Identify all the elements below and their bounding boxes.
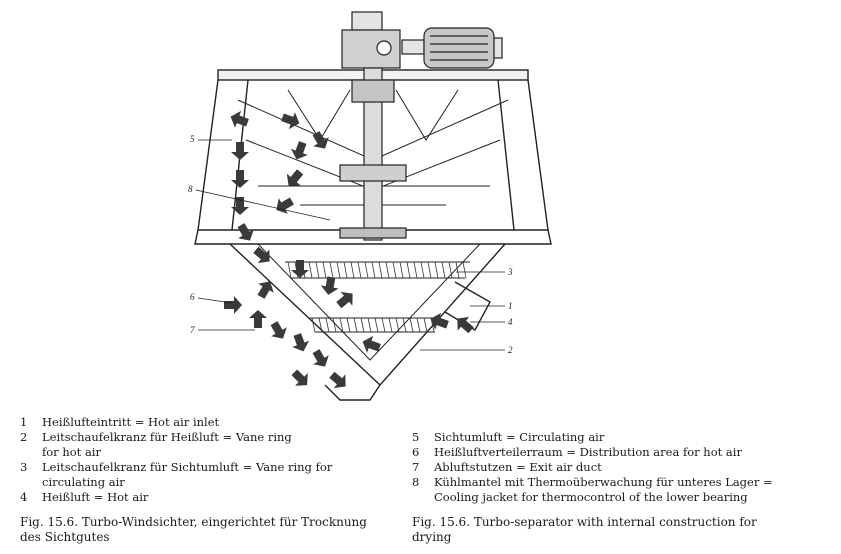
rotor-shaft xyxy=(339,67,407,241)
vane-tooth xyxy=(315,261,320,279)
vane-tooth xyxy=(388,317,393,333)
lower-cone xyxy=(229,243,506,401)
vane-tooth xyxy=(374,317,379,333)
vane-tooth xyxy=(336,261,341,279)
vane-tooth xyxy=(402,317,407,333)
vane-tooth xyxy=(322,261,327,279)
drive-unit xyxy=(341,11,503,69)
vane-tooth xyxy=(350,261,355,279)
callout-leaders xyxy=(195,139,505,351)
vane-tooth xyxy=(308,261,313,279)
vane-tooth xyxy=(311,317,316,333)
callout-8: 8 xyxy=(188,184,193,194)
caption-english: Fig. 15.6. Turbo-separator with internal… xyxy=(412,515,757,544)
vane-tooth xyxy=(416,317,421,333)
vane-tooth xyxy=(357,261,362,279)
vane-tooth xyxy=(339,317,344,333)
vane-tooth xyxy=(378,261,383,279)
vane-tooth xyxy=(343,261,348,279)
caption-german: Fig. 15.6. Turbo-Windsichter, eingericht… xyxy=(20,515,367,544)
vane-tooth xyxy=(385,261,390,279)
vane-tooth xyxy=(325,317,330,333)
vane-tooth xyxy=(399,261,404,279)
callout-2: 2 xyxy=(508,345,513,355)
vane-tooth xyxy=(406,261,411,279)
vane-tooth xyxy=(462,261,467,279)
vane-tooth xyxy=(332,317,337,333)
legend-item: circulating air xyxy=(42,475,125,489)
vane-tooth xyxy=(455,261,460,279)
vane-tooth xyxy=(420,261,425,279)
vane-tooth xyxy=(346,317,351,333)
callout-3: 3 xyxy=(507,267,513,277)
vane-tooth xyxy=(448,261,453,279)
vane-tooth xyxy=(360,317,365,333)
vane-tooth xyxy=(364,261,369,279)
vane-tooth xyxy=(392,261,397,279)
callout-7: 7 xyxy=(190,325,195,335)
vane-tooth xyxy=(287,261,292,279)
callout-5: 5 xyxy=(190,134,195,144)
vane-tooth xyxy=(395,317,400,333)
legend-item: Cooling jacket for thermocontrol of the … xyxy=(434,490,748,504)
vane-tooth xyxy=(318,317,323,333)
vane-tooth xyxy=(367,317,372,333)
vane-tooth xyxy=(427,261,432,279)
vane-tooth xyxy=(353,317,358,333)
vane-tooth xyxy=(381,317,386,333)
callout-4: 4 xyxy=(508,317,513,327)
airflow-arrows xyxy=(224,108,477,394)
vane-ring-teeth xyxy=(287,261,467,333)
callout-1: 1 xyxy=(508,301,513,311)
vane-tooth xyxy=(423,317,428,333)
vane-tooth xyxy=(413,261,418,279)
callout-6: 6 xyxy=(190,292,195,302)
vane-tooth xyxy=(409,317,414,333)
vane-tooth xyxy=(329,261,334,279)
turbo-separator-drawing: 5 8 6 7 3 1 4 2 xyxy=(188,11,552,401)
legend-item: for hot air xyxy=(42,445,101,459)
vane-tooth xyxy=(434,261,439,279)
vane-tooth xyxy=(371,261,376,279)
vane-tooth xyxy=(441,261,446,279)
